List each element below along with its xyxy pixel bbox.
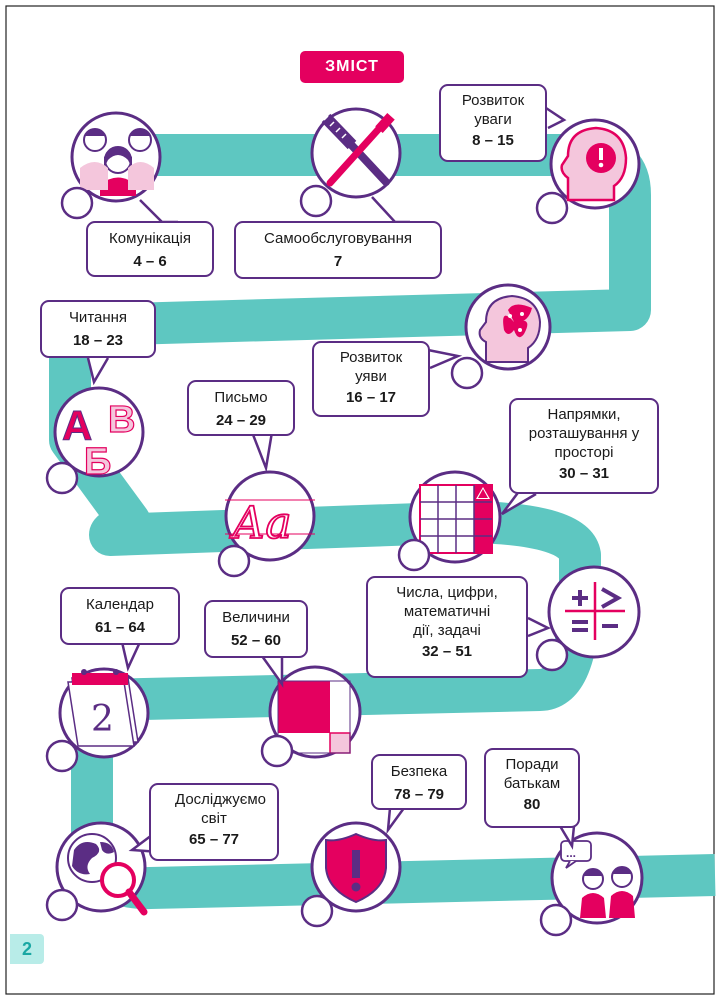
section-pages: 65 – 77	[188, 831, 240, 848]
station-numbers	[527, 565, 641, 672]
parents-talk-icon: ...	[560, 840, 635, 918]
checkbox-circle[interactable]	[45, 888, 79, 922]
station-writing: Аа	[217, 431, 316, 578]
checkbox-circle[interactable]	[60, 186, 94, 220]
label-safety[interactable]: Безпека 78 – 79	[371, 754, 467, 810]
svg-text:Аа: Аа	[229, 498, 292, 549]
station-imagination	[427, 283, 552, 390]
section-title: Самообслуговування	[264, 230, 412, 247]
label-directions[interactable]: Напрямки, розташування у просторі 30 – 3…	[509, 398, 659, 494]
checkbox-circle[interactable]	[450, 356, 484, 390]
checkbox-circle[interactable]	[397, 538, 431, 572]
station-directions	[397, 470, 537, 572]
section-title: Розвиток уваги	[461, 92, 525, 128]
label-selfcare[interactable]: Самообслуговування 7	[234, 221, 442, 279]
label-attention[interactable]: Розвиток уваги 8 – 15	[439, 84, 547, 162]
label-numbers[interactable]: Числа, цифри, математичні дії, задачі 32…	[366, 576, 528, 678]
section-title: Читання	[68, 309, 128, 326]
checkbox-circle[interactable]	[217, 544, 251, 578]
children-icon	[80, 128, 154, 196]
section-title: Числа, цифри, математичні дії, задачі	[396, 584, 498, 639]
section-title: Письмо	[214, 389, 268, 406]
globe-magnifier-icon	[67, 833, 148, 916]
checkbox-circle[interactable]	[260, 734, 294, 768]
squares-size-icon	[277, 680, 351, 754]
station-safety	[300, 807, 406, 928]
calendar-digit: 2	[91, 699, 114, 740]
checkbox-circle[interactable]	[539, 903, 573, 937]
math-operators-icon	[565, 582, 625, 640]
calendar-icon: 2	[67, 669, 139, 747]
section-pages: 16 – 17	[345, 389, 397, 406]
label-writing[interactable]: Письмо 24 – 29	[187, 380, 295, 436]
section-pages: 18 – 23	[72, 332, 124, 349]
station-quantities	[260, 655, 362, 768]
section-title: Поради батькам	[503, 756, 561, 792]
page-border	[5, 5, 715, 995]
grid-triangle-icon	[419, 484, 493, 554]
section-title: Напрямки, розташування у просторі	[528, 406, 640, 461]
section-pages: 78 – 79	[393, 786, 445, 803]
station-selfcare	[299, 107, 410, 224]
station-attention	[535, 106, 641, 225]
section-pages: 61 – 64	[94, 619, 146, 636]
svg-text:Б: Б	[84, 441, 111, 483]
station-communication	[60, 111, 178, 224]
label-communication[interactable]: Комунікація 4 – 6	[86, 221, 214, 277]
section-pages: 24 – 29	[215, 412, 267, 429]
section-title: Комунікація	[109, 230, 191, 247]
letters-abv-icon: А В Б	[62, 398, 137, 483]
checkbox-circle[interactable]	[535, 191, 569, 225]
station-world	[45, 821, 161, 922]
checkbox-circle[interactable]	[300, 894, 334, 928]
section-pages: 80	[523, 796, 541, 813]
section-pages: 7	[333, 253, 343, 270]
shield-exclamation-icon	[325, 832, 387, 904]
section-pages: 52 – 60	[230, 632, 282, 649]
checkbox-circle[interactable]	[45, 461, 79, 495]
station-calendar: 2	[45, 641, 150, 773]
head-exclamation-icon	[560, 126, 628, 202]
section-pages: 32 – 51	[421, 643, 473, 660]
label-quantities[interactable]: Величини 52 – 60	[204, 600, 308, 658]
cursive-aa-icon: Аа	[225, 497, 315, 550]
section-title: Безпека	[390, 763, 448, 780]
section-title: Величини	[222, 609, 290, 626]
label-reading[interactable]: Читання 18 – 23	[40, 300, 156, 358]
checkbox-circle[interactable]	[535, 638, 569, 672]
section-title: Розвиток уяви	[339, 349, 403, 385]
section-pages: 8 – 15	[472, 132, 514, 149]
svg-text:А: А	[62, 402, 92, 449]
station-parents: ...	[539, 825, 644, 937]
section-title: Досліджуємо світ	[175, 791, 267, 827]
page-number: 2	[10, 934, 44, 964]
section-title: Календар	[86, 596, 154, 613]
label-imagination[interactable]: Розвиток уяви 16 – 17	[312, 341, 430, 417]
comb-toothbrush-icon	[317, 112, 395, 187]
station-reading: А В Б	[45, 357, 145, 495]
section-pages: 4 – 6	[133, 253, 167, 270]
label-parents[interactable]: Поради батькам 80	[484, 748, 580, 828]
section-pages: 30 – 31	[558, 465, 610, 482]
checkbox-circle[interactable]	[45, 739, 79, 773]
label-world[interactable]: Досліджуємо світ 65 – 77	[149, 783, 279, 861]
label-calendar[interactable]: Календар 61 – 64	[60, 587, 180, 645]
checkbox-circle[interactable]	[299, 184, 333, 218]
svg-text:В: В	[108, 399, 135, 441]
page-title: ЗМІСТ	[300, 51, 404, 83]
speech-dots: ...	[566, 846, 576, 860]
head-butterfly-icon	[478, 294, 542, 363]
